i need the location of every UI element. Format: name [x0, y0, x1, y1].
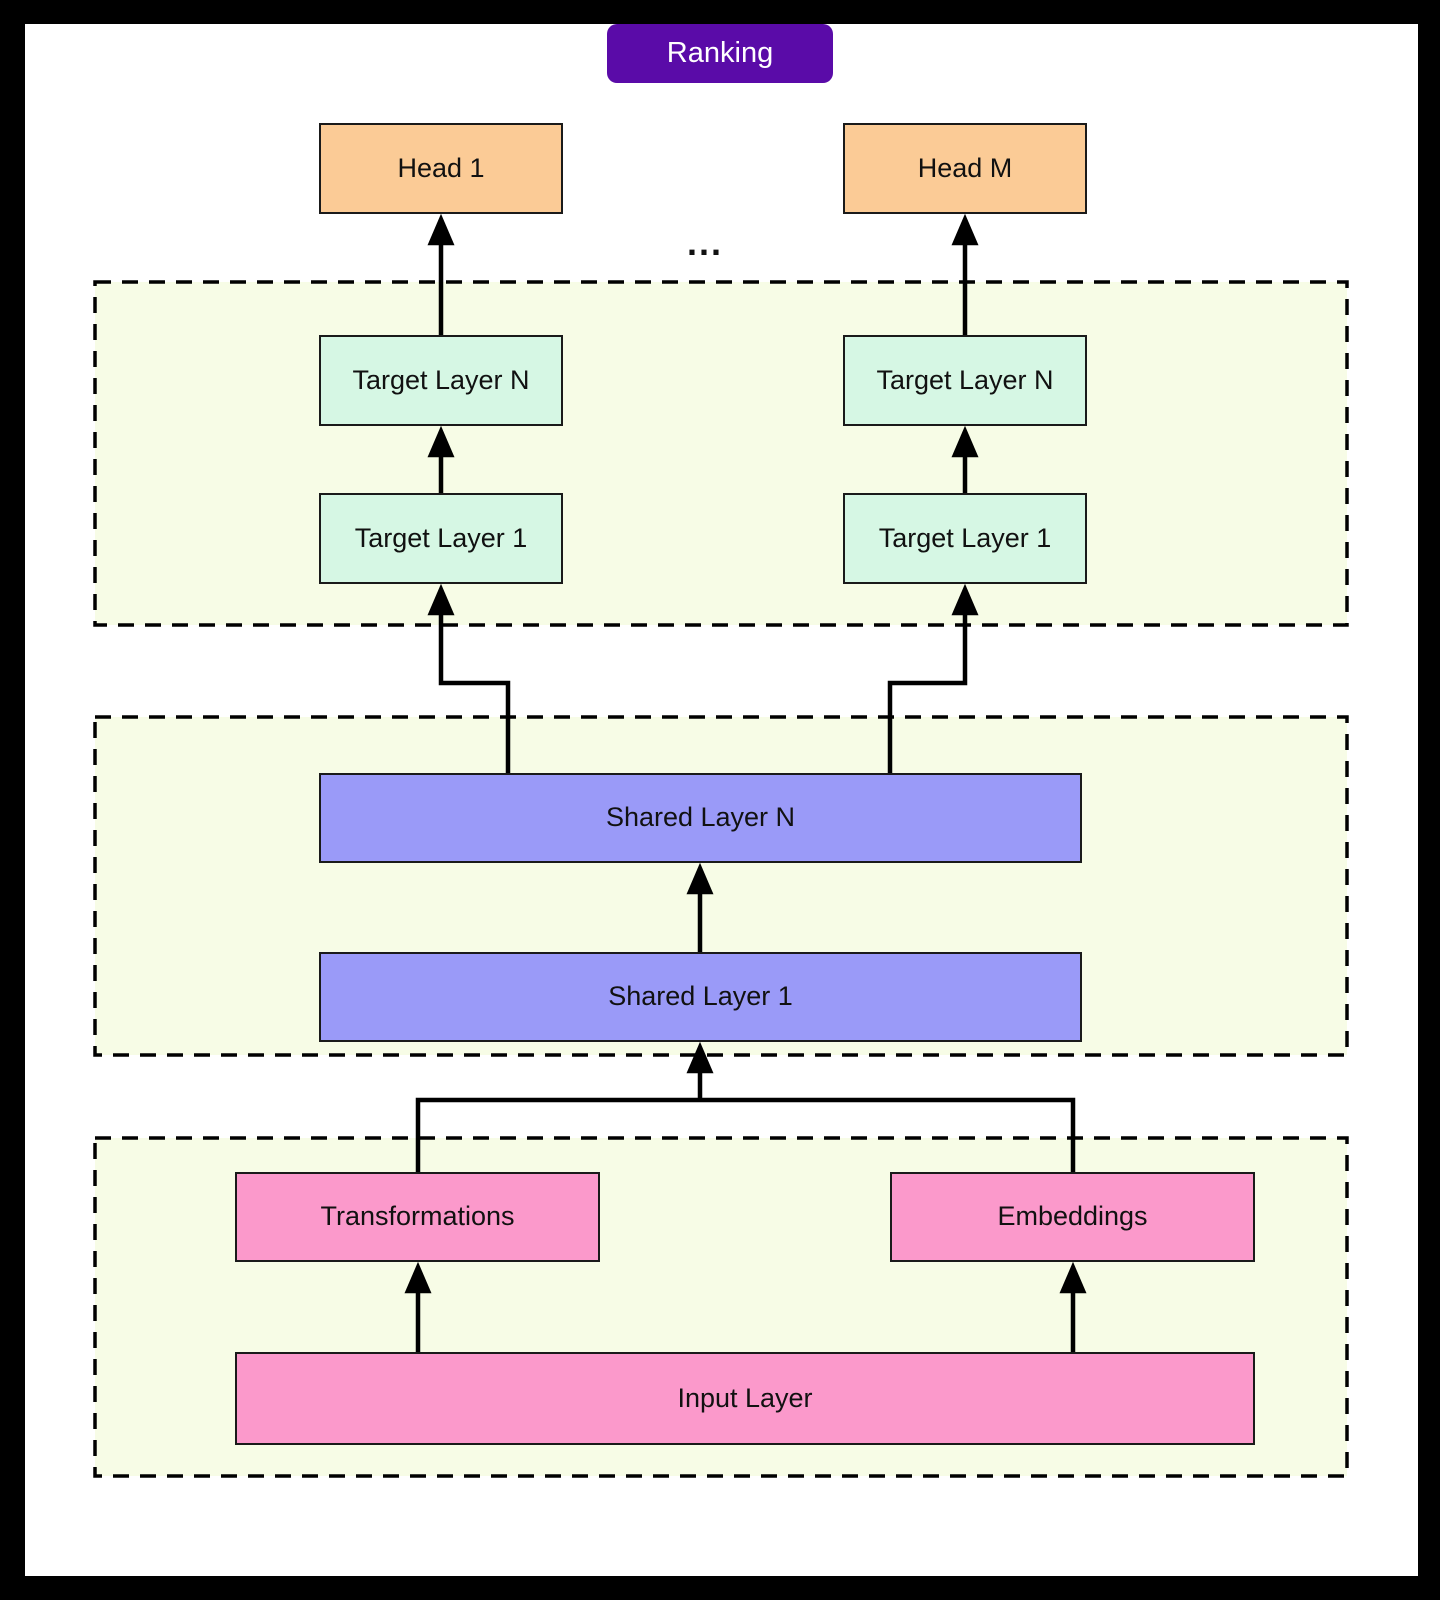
- heads-ellipsis: ...: [686, 222, 723, 263]
- target-layer-n-left-node: Target Layer N: [319, 335, 563, 426]
- shared-layer-n-node: Shared Layer N: [319, 773, 1082, 863]
- target-layer-1-left-node: Target Layer 1: [319, 493, 563, 584]
- arrow-sharedn-to-target1-left: [427, 583, 511, 773]
- target-layer-n-right-node: Target Layer N: [843, 335, 1087, 426]
- embeddings-node: Embeddings: [890, 1172, 1255, 1262]
- target-layer-1-right-node: Target Layer 1: [843, 493, 1087, 584]
- head-m-node: Head M: [843, 123, 1087, 214]
- head-1-node: Head 1: [319, 123, 563, 214]
- shared-layer-1-node: Shared Layer 1: [319, 952, 1082, 1042]
- connector-merge-to-shared1: [415, 1097, 1076, 1172]
- transformations-node: Transformations: [235, 1172, 600, 1262]
- target-layers-region: [93, 280, 1349, 627]
- arrow-sharedn-to-target1-right: [887, 583, 979, 773]
- ranking-title: Ranking: [607, 24, 833, 83]
- input-layer-node: Input Layer: [235, 1352, 1255, 1445]
